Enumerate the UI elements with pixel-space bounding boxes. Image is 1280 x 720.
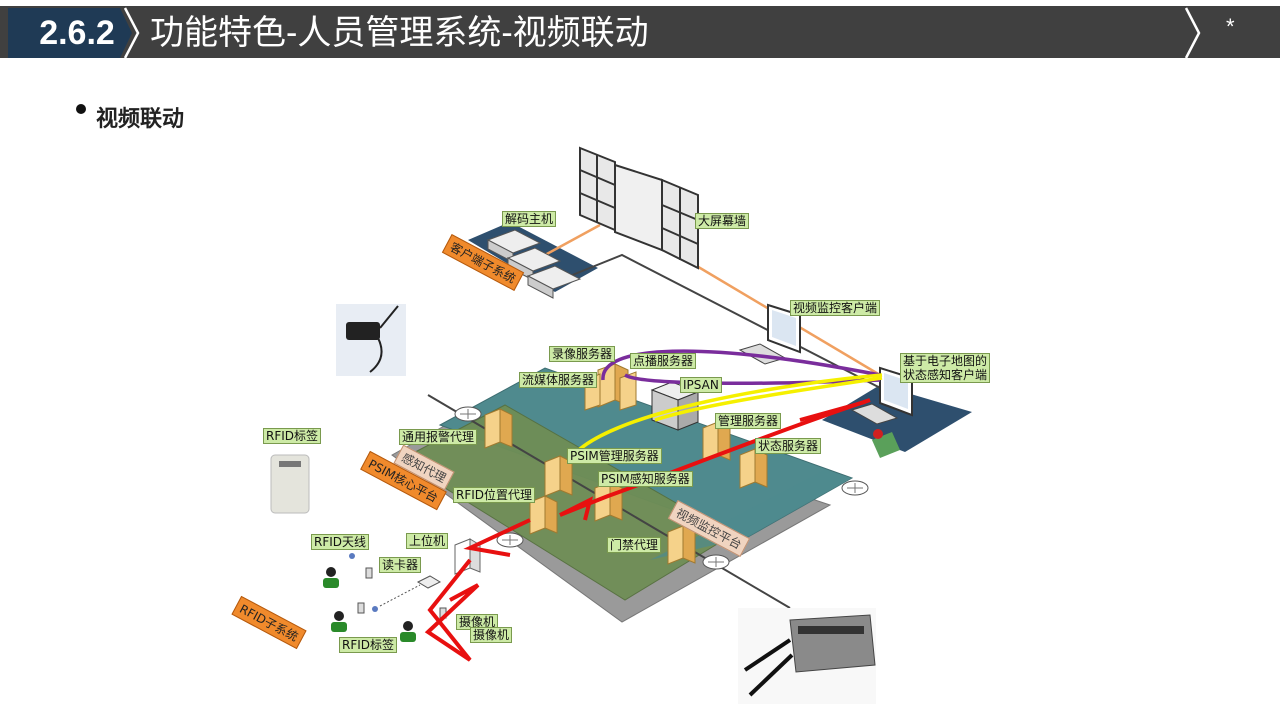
label-psim-mgmt: PSIM管理服务器 — [567, 448, 662, 464]
rfid-tag-icon — [349, 553, 378, 612]
label-decoder-host: 解码主机 — [502, 211, 557, 227]
link-decoder-wall — [544, 223, 601, 257]
label-access-proxy: 门禁代理 — [607, 537, 662, 553]
section-number: 2.6.2 — [39, 14, 115, 52]
server-icon — [667, 525, 696, 565]
map-icon — [872, 429, 900, 458]
label-rfid-tag-bottom: RFID标签 — [339, 637, 398, 653]
camera-icon — [336, 304, 406, 376]
subheading: 视频联动 — [96, 106, 185, 131]
header-band — [0, 6, 1280, 58]
label-rfid-locate: RFID位置代理 — [453, 487, 536, 503]
router-icon — [454, 406, 482, 422]
bullet-dot — [76, 104, 86, 114]
header-chevron-left — [123, 7, 140, 59]
link-yellow-1 — [566, 373, 883, 463]
page-title: 功能特色-人员管理系统-视频联动 — [150, 14, 649, 52]
label-psim-sense: PSIM感知服务器 — [598, 471, 693, 487]
link-red-2 — [424, 400, 866, 662]
link-purple-1 — [601, 349, 881, 381]
rfid-link — [379, 584, 421, 607]
server-icon — [544, 455, 573, 497]
label-stream-server: 流媒体服务器 — [519, 372, 598, 388]
person-icon — [400, 621, 416, 642]
label-alarm-proxy: 通用报警代理 — [399, 429, 478, 445]
decoder-icon — [416, 575, 442, 589]
router-icon — [702, 554, 730, 570]
person-icon — [331, 611, 347, 632]
label-record-server: 录像服务器 — [549, 346, 616, 362]
label-rfid-tag-top: RFID标签 — [263, 428, 322, 444]
label-status-server: 状态服务器 — [755, 438, 822, 454]
label-card-reader: 读卡器 — [379, 557, 422, 573]
label-camera-2: 摄像机 — [470, 627, 513, 643]
server-icon — [484, 408, 513, 449]
router-icon — [841, 480, 869, 496]
label-ipsan: IPSAN — [680, 377, 722, 393]
server-icon — [594, 481, 623, 522]
section-badge — [8, 8, 132, 58]
header-bar: 2.6.2 功能特色-人员管理系统-视频联动 * — [0, 0, 1280, 64]
gateway-device-icon — [738, 608, 876, 704]
router-icon — [496, 532, 524, 548]
link-yellow-2 — [654, 376, 883, 422]
rfid-tag-icon — [270, 454, 310, 514]
label-map-client-line1: 基于电子地图的 — [903, 354, 988, 368]
video-wall-icon — [579, 146, 699, 270]
platform-teal-corner — [650, 470, 852, 560]
label-map-client: 基于电子地图的 状态感知客户端 — [900, 353, 991, 383]
decoder-icon — [486, 229, 582, 299]
header-star: * — [1226, 14, 1235, 39]
label-video-client: 视频监控客户端 — [790, 300, 881, 316]
label-vod-server: 点播服务器 — [630, 353, 697, 369]
label-upper-pc: 上位机 — [406, 533, 449, 549]
server-icon — [529, 495, 558, 535]
person-icon — [323, 567, 339, 588]
label-map-client-line2: 状态感知客户端 — [903, 368, 988, 382]
server-icon — [739, 448, 768, 489]
label-mgmt-server: 管理服务器 — [715, 413, 782, 429]
header-background — [0, 6, 1280, 59]
header-chevron-right — [1184, 7, 1201, 59]
label-big-screen: 大屏幕墙 — [695, 213, 750, 229]
label-rfid-antenna: RFID天线 — [311, 534, 370, 550]
